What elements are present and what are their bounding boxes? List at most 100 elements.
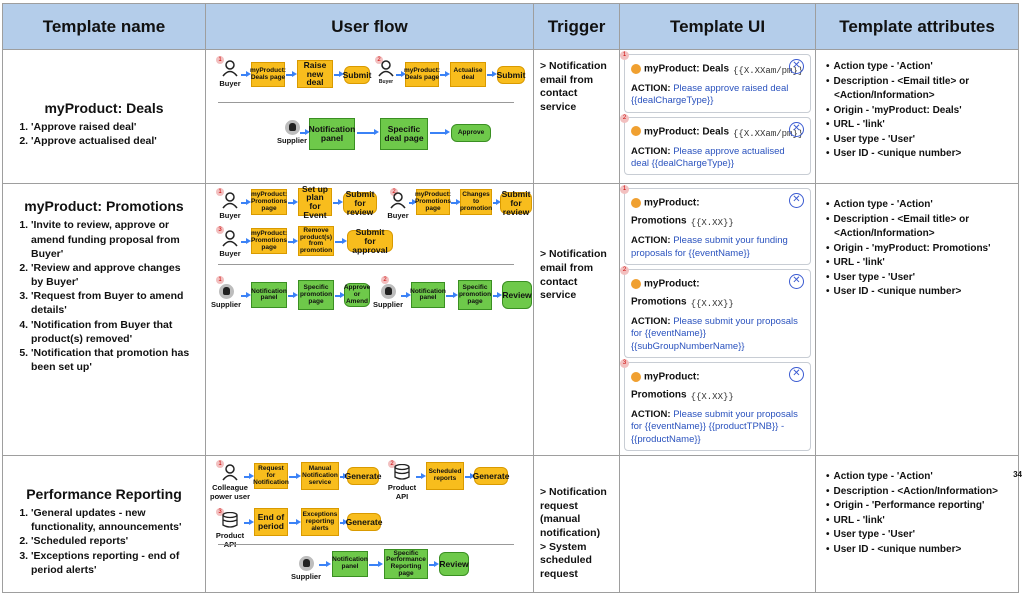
close-icon[interactable]: ✕ — [789, 274, 804, 290]
flow-arrow — [288, 200, 298, 205]
person-icon — [390, 192, 406, 209]
flow-node: Manual Notification service — [301, 462, 339, 491]
action-text[interactable]: Please approve actualised deal {{dealCha… — [631, 145, 785, 170]
actor-label: Supplier — [276, 136, 307, 145]
list-item: 'Review and approve changes by Buyer' — [31, 261, 195, 289]
flow-arrow — [241, 71, 251, 77]
buyer-actor: Buyer — [210, 230, 250, 258]
person-icon — [222, 192, 238, 209]
person-icon — [222, 230, 238, 247]
attribute-item: URL - 'link' — [822, 256, 1012, 271]
buyer-actor: Buyer — [378, 192, 418, 220]
action-text[interactable]: Please approve raised deal {{dealChargeT… — [631, 83, 789, 107]
flow-node: Notification panel — [251, 282, 287, 309]
notification-card[interactable]: 2 myProduct: Deals{{X.XXam/pm}} ✕ ACTION… — [620, 113, 811, 176]
flow-node: Submit for approval — [347, 228, 393, 254]
flow-node: Scheduled reports — [426, 462, 464, 491]
flow-arrow — [241, 293, 251, 298]
attribute-item: URL - 'link' — [822, 118, 1012, 133]
action-label: ACTION: — [631, 235, 671, 247]
flow-separator — [218, 102, 514, 103]
notification-card[interactable]: 1 myProduct: Deals{{X.XXam/pm}} ✕ ACTION… — [620, 51, 811, 113]
action-text[interactable]: Please submit your proposals for {{event… — [631, 316, 798, 352]
attribute-list: Action type - 'Action' Description - <Em… — [822, 198, 1012, 300]
action-text[interactable]: Please submit your proposals for {{event… — [631, 409, 798, 445]
template-title: myProduct: Promotions — [24, 198, 184, 215]
card-timestamp: {{X.XX}} — [690, 299, 734, 310]
header-template-attributes: Template attributes — [815, 3, 1019, 50]
list-item: 'Approve raised deal' — [31, 120, 195, 134]
actor-label: Buyer — [219, 211, 241, 221]
step-badge: 2 — [388, 460, 396, 469]
flow-node: Remove product(s) from promotion — [298, 226, 334, 257]
step-badge: 1 — [216, 56, 224, 64]
template-ui-promotions: 1 myProduct: Promotions{{X.XX}} ✕ ACTION… — [619, 183, 816, 457]
template-name-deals: myProduct: Deals 'Approve raised deal' '… — [2, 48, 206, 185]
step-badge: 1 — [216, 188, 224, 197]
attribute-item: User ID - <unique number> — [822, 543, 1012, 558]
close-icon[interactable]: ✕ — [789, 121, 804, 137]
flow-arrow — [446, 293, 458, 298]
notification-card[interactable]: 1 myProduct: Promotions{{X.XX}} ✕ ACTION… — [620, 185, 811, 266]
colleague-actor: Colleague power user — [210, 464, 250, 501]
status-dot-icon — [631, 278, 641, 289]
flow-node: myProduct: Promotions page — [251, 228, 287, 255]
card-timestamp: {{X.XX}} — [690, 392, 734, 403]
flow-arrow — [335, 239, 347, 244]
flow-arrow — [319, 561, 331, 567]
step-badge: 1 — [216, 460, 224, 469]
flow-arrow — [244, 473, 254, 479]
buyer-actor: Buyer — [210, 60, 250, 88]
flow-node: Notification panel — [410, 282, 446, 309]
buyer-actor-small: Buyer — [366, 60, 406, 85]
flow-node: Approve — [451, 124, 491, 142]
flow-arrow — [241, 239, 251, 244]
close-icon[interactable]: ✕ — [789, 193, 804, 209]
flow-arrow — [429, 561, 439, 567]
card-title: myProduct: Promotions — [631, 197, 700, 227]
flow-arrow — [289, 473, 301, 479]
card-number: 1 — [620, 185, 629, 195]
card-title: myProduct: Promotions — [631, 371, 700, 401]
header-trigger: Trigger — [533, 3, 620, 50]
actor-label: Supplier — [210, 300, 241, 310]
attribute-item: User type - 'User' — [822, 528, 1012, 543]
close-icon[interactable]: ✕ — [789, 367, 804, 383]
actor-label: Product API — [387, 483, 417, 502]
trigger-promotions: > Notification email from contact servic… — [533, 183, 620, 457]
trigger-text: > Notification email from contact servic… — [540, 248, 607, 302]
flow-arrow — [334, 71, 344, 77]
notification-card[interactable]: 3 myProduct: Promotions{{X.XX}} ✕ ACTION… — [620, 359, 811, 452]
notification-card[interactable]: 2 myProduct: Promotions{{X.XX}} ✕ ACTION… — [620, 266, 811, 359]
user-flow-deals: 1 Buyer myProduct: Deals page Raise new … — [205, 48, 534, 185]
trigger-text: > Notification email from contact servic… — [540, 60, 607, 113]
flow-arrow — [288, 239, 298, 244]
flow-node: End of period — [254, 508, 288, 537]
attribute-item: Description - <Email title> or <Action/I… — [822, 213, 1012, 242]
template-title: myProduct: Deals — [44, 100, 164, 116]
flow-node: Submit — [497, 66, 525, 84]
attribute-item: User type - 'User' — [822, 271, 1012, 286]
attribute-item: Action type - 'Action' — [822, 470, 1012, 485]
template-name-performance: Performance Reporting 'General updates -… — [2, 455, 206, 593]
card-timestamp: {{X.XX}} — [690, 218, 734, 229]
flow-node: myProduct: Deals page — [250, 62, 286, 87]
status-dot-icon — [631, 371, 641, 382]
flow-node: Exceptions reporting alerts — [301, 508, 339, 537]
list-item: 'Invite to review, approve or amend fund… — [31, 218, 195, 261]
attribute-item: User ID - <unique number> — [822, 285, 1012, 300]
attribute-item: User type - 'User' — [822, 133, 1012, 148]
list-item: 'Request from Buyer to amend details' — [31, 289, 195, 317]
flow-node: Changes to promotion — [460, 189, 492, 216]
card-number: 2 — [620, 113, 629, 123]
card-title: myProduct: Deals — [644, 125, 730, 137]
flow-node: myProduct: Promotions page — [415, 189, 451, 216]
header-template-name: Template name — [2, 3, 206, 50]
close-icon[interactable]: ✕ — [789, 59, 804, 74]
actor-label: Buyer — [219, 249, 241, 259]
action-label: ACTION: — [631, 83, 671, 94]
header-template-ui: Template UI — [619, 3, 816, 50]
flow-separator — [218, 544, 514, 546]
template-item-list: 'Approve raised deal' 'Approve actualise… — [13, 120, 195, 148]
action-text[interactable]: Please submit your funding proposals for… — [631, 235, 788, 259]
